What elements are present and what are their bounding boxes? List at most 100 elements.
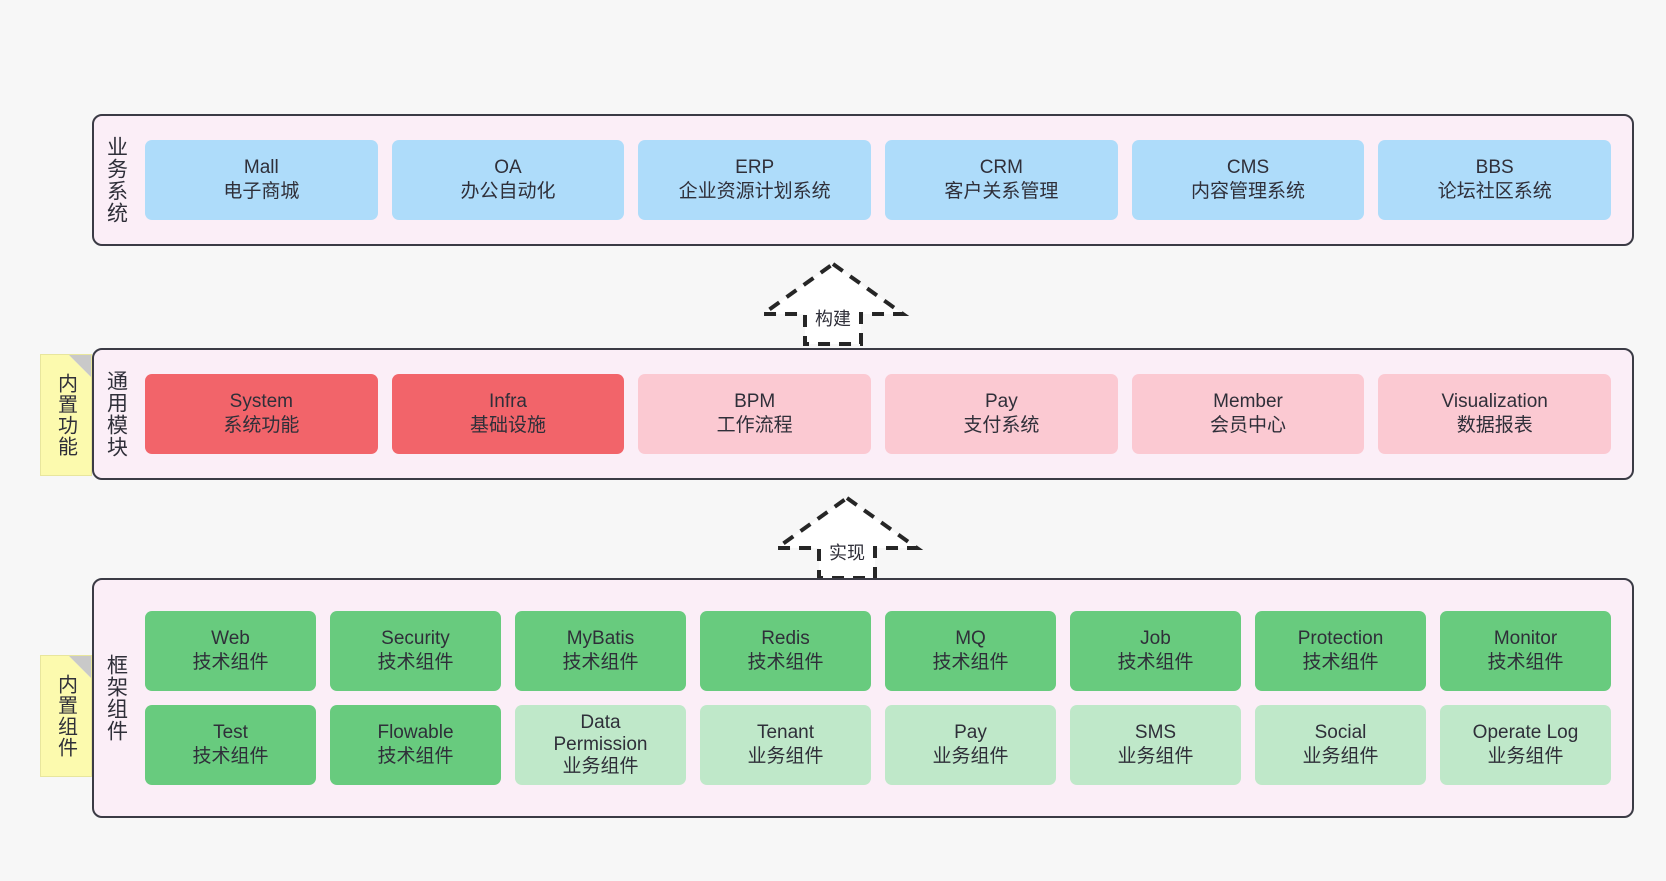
layer-title-common-modules: 通用模块	[104, 370, 128, 458]
sticky-note-builtin-features: 内置功能	[40, 354, 92, 476]
connector-build: 构建	[756, 258, 910, 348]
node-security[interactable]: Security 技术组件	[330, 611, 501, 691]
node-redis[interactable]: Redis 技术组件	[700, 611, 871, 691]
node-title: MyBatis	[566, 628, 635, 650]
connector-implement-label: 实现	[829, 543, 865, 563]
node-title: CMS	[1226, 157, 1270, 179]
node-mq[interactable]: MQ 技术组件	[885, 611, 1056, 691]
node-operate-log[interactable]: Operate Log 业务组件	[1440, 705, 1611, 785]
node-title: Redis	[761, 628, 810, 650]
node-sms[interactable]: SMS 业务组件	[1070, 705, 1241, 785]
node-title: Security	[381, 628, 450, 650]
node-title: Infra	[488, 391, 528, 413]
connector-implement-shape	[770, 495, 924, 580]
node-title: Operate Log	[1472, 722, 1579, 744]
node-test[interactable]: Test 技术组件	[145, 705, 316, 785]
node-title: Mall	[243, 157, 279, 179]
node-title: BBS	[1475, 157, 1514, 179]
node-subtitle: 业务组件	[1117, 746, 1194, 767]
node-member[interactable]: Member 会员中心	[1131, 374, 1365, 454]
node-subtitle: 技术组件	[747, 652, 824, 673]
node-subtitle: 办公自动化	[460, 181, 556, 202]
node-flowable[interactable]: Flowable 技术组件	[330, 705, 501, 785]
node-subtitle: 会员中心	[1210, 415, 1287, 436]
layer-business-systems: 业务系统 Mall 电子商城 OA 办公自动化 ERP 企业资源计划系统 CRM…	[92, 114, 1634, 246]
node-subtitle: 技术组件	[1117, 652, 1194, 673]
node-visualization[interactable]: Visualization 数据报表	[1378, 374, 1612, 454]
node-title: Web	[211, 628, 250, 650]
node-subtitle: 业务组件	[562, 755, 639, 777]
sticky-note-label: 内置功能	[54, 373, 77, 457]
node-subtitle: 客户关系管理	[944, 181, 1059, 202]
node-tenant[interactable]: Tenant 业务组件	[700, 705, 871, 785]
connector-implement: 实现	[770, 492, 924, 582]
node-subtitle: 技术组件	[1487, 652, 1564, 673]
node-title: ERP	[735, 157, 775, 179]
node-mybatis[interactable]: MyBatis 技术组件	[515, 611, 686, 691]
node-subtitle: 系统功能	[223, 415, 300, 436]
node-title: Monitor	[1493, 628, 1558, 650]
node-crm[interactable]: CRM 客户关系管理	[885, 140, 1118, 220]
node-oa[interactable]: OA 办公自动化	[391, 140, 625, 220]
node-title: SMS	[1134, 722, 1177, 744]
node-title: Data Permission	[553, 712, 648, 756]
node-subtitle: 技术组件	[192, 746, 269, 767]
node-data-permission[interactable]: Data Permission 业务组件	[515, 705, 686, 785]
node-bbs[interactable]: BBS 论坛社区系统	[1378, 140, 1612, 220]
node-monitor[interactable]: Monitor 技术组件	[1440, 611, 1611, 691]
node-title: OA	[494, 157, 522, 179]
node-subtitle: 业务组件	[1302, 746, 1379, 767]
node-subtitle: 技术组件	[377, 746, 454, 767]
node-web[interactable]: Web 技术组件	[145, 611, 316, 691]
node-title: Member	[1213, 391, 1283, 413]
node-cms[interactable]: CMS 内容管理系统	[1131, 140, 1365, 220]
node-job[interactable]: Job 技术组件	[1070, 611, 1241, 691]
node-title: Protection	[1297, 628, 1384, 650]
node-subtitle: 业务组件	[1487, 746, 1564, 767]
node-title: Pay	[984, 391, 1018, 413]
node-erp[interactable]: ERP 企业资源计划系统	[638, 140, 872, 220]
node-subtitle: 技术组件	[377, 652, 454, 673]
node-pay-module[interactable]: Pay 支付系统	[885, 374, 1118, 454]
node-title: Flowable	[377, 722, 454, 744]
node-subtitle: 数据报表	[1456, 415, 1533, 436]
node-subtitle: 技术组件	[562, 652, 639, 673]
sticky-note-builtin-components: 内置组件	[40, 655, 92, 777]
connector-build-label: 构建	[815, 309, 851, 329]
node-row-modules: System 系统功能 Infra 基础设施 BPM 工作流程 Pay 支付系统…	[138, 374, 1618, 454]
node-subtitle: 论坛社区系统	[1437, 181, 1552, 202]
layer-title-business-systems: 业务系统	[104, 136, 128, 224]
node-subtitle: 业务组件	[932, 746, 1009, 767]
node-title: MQ	[955, 628, 986, 650]
node-subtitle: 技术组件	[192, 652, 269, 673]
node-title: Job	[1140, 628, 1171, 650]
node-title: Pay	[954, 722, 987, 744]
node-system[interactable]: System 系统功能	[145, 374, 378, 454]
layer-common-modules: 通用模块 System 系统功能 Infra 基础设施 BPM 工作流程 Pay…	[92, 348, 1634, 480]
connector-build-shape	[756, 261, 910, 346]
node-title: System	[229, 391, 294, 413]
node-social[interactable]: Social 业务组件	[1255, 705, 1426, 785]
node-subtitle: 技术组件	[932, 652, 1009, 673]
node-subtitle: 企业资源计划系统	[678, 181, 831, 202]
node-pay-component[interactable]: Pay 业务组件	[885, 705, 1056, 785]
layer-body-common-modules: System 系统功能 Infra 基础设施 BPM 工作流程 Pay 支付系统…	[138, 350, 1632, 478]
node-title: BPM	[734, 391, 776, 413]
layer-title-framework-components: 框架组件	[104, 654, 128, 742]
node-subtitle: 工作流程	[716, 415, 793, 436]
node-protection[interactable]: Protection 技术组件	[1255, 611, 1426, 691]
layer-body-business-systems: Mall 电子商城 OA 办公自动化 ERP 企业资源计划系统 CRM 客户关系…	[138, 116, 1632, 244]
node-subtitle: 支付系统	[963, 415, 1040, 436]
node-row-tech-components: Web 技术组件 Security 技术组件 MyBatis 技术组件 Redi…	[138, 611, 1618, 691]
node-title: Test	[213, 722, 248, 744]
node-mall[interactable]: Mall 电子商城	[145, 140, 378, 220]
node-title: CRM	[979, 157, 1023, 179]
node-infra[interactable]: Infra 基础设施	[391, 374, 625, 454]
sticky-note-label: 内置组件	[54, 674, 77, 758]
layer-body-framework-components: Web 技术组件 Security 技术组件 MyBatis 技术组件 Redi…	[138, 580, 1632, 816]
node-subtitle: 业务组件	[747, 746, 824, 767]
node-subtitle: 技术组件	[1302, 652, 1379, 673]
node-title: Tenant	[756, 722, 815, 744]
node-bpm[interactable]: BPM 工作流程	[638, 374, 872, 454]
